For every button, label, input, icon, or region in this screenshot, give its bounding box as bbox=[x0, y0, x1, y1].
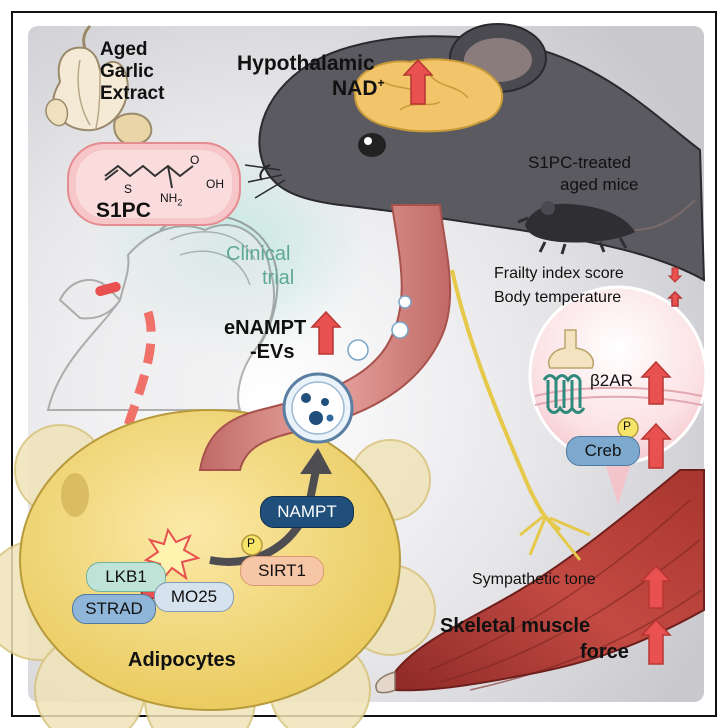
small-mouse-icon bbox=[517, 199, 696, 255]
secretion-arrow-head bbox=[300, 448, 332, 474]
force-label: force bbox=[580, 641, 629, 663]
clinical-label: Clinical bbox=[226, 243, 291, 265]
adipocytes-label: Adipocytes bbox=[128, 649, 236, 671]
enampt-label: eNAMPT bbox=[224, 317, 307, 339]
creb-p-label: P bbox=[623, 419, 632, 433]
sympathetic-label: Sympathetic tone bbox=[472, 571, 596, 588]
nh2-group: NH2 bbox=[160, 191, 183, 208]
garlic-label-1: Aged bbox=[100, 39, 148, 60]
s1pc-label: S1PC bbox=[96, 199, 151, 222]
oh-group: OH bbox=[206, 177, 224, 191]
sirt1-pill: SIRT1 bbox=[240, 556, 324, 586]
garlic-icon bbox=[45, 24, 153, 146]
o-atom: O bbox=[190, 153, 200, 167]
ev-vesicle-icon bbox=[282, 372, 354, 444]
strad-pill: STRAD bbox=[72, 594, 156, 624]
synapse-knob-icon bbox=[548, 329, 594, 369]
flash-icon bbox=[143, 527, 201, 583]
adipocyte-nucleus bbox=[61, 473, 89, 517]
vesicle-icon bbox=[347, 295, 412, 361]
evs-label: -EVs bbox=[250, 341, 295, 363]
garlic-label-3: Extract bbox=[100, 83, 165, 104]
muscle-icon bbox=[375, 469, 705, 694]
capsule-icon bbox=[95, 281, 121, 297]
garlic-label-2: Garlic bbox=[100, 61, 154, 82]
nampt-pill: NAMPT bbox=[260, 496, 354, 528]
down-arrow-icon bbox=[667, 267, 683, 283]
creb-pill: Creb bbox=[566, 436, 640, 466]
sirt1-p-label: P bbox=[247, 536, 256, 550]
treated-label-1: S1PC-treated bbox=[528, 153, 631, 172]
treated-label-2: aged mice bbox=[560, 175, 639, 194]
s-atom: S bbox=[124, 182, 133, 196]
s1pc-structure bbox=[104, 164, 194, 178]
lkb1-pill: LKB1 bbox=[86, 562, 166, 592]
mo25-pill: MO25 bbox=[154, 582, 234, 612]
nerve-endings bbox=[519, 513, 591, 561]
up-arrow-icon bbox=[310, 58, 683, 665]
hypothalamic-label: Hypothalamic bbox=[237, 52, 375, 75]
b2ar-label: β2AR bbox=[590, 371, 633, 390]
skeletal-label: Skeletal muscle bbox=[440, 615, 591, 637]
phospho-circle-sirt1 bbox=[241, 534, 263, 556]
frailty-label: Frailty index score bbox=[494, 265, 624, 282]
nad-label: NAD+ bbox=[332, 76, 385, 100]
trial-label: trial bbox=[262, 267, 295, 289]
receptor-icon bbox=[542, 374, 586, 414]
bodytemp-label: Body temperature bbox=[494, 289, 622, 306]
